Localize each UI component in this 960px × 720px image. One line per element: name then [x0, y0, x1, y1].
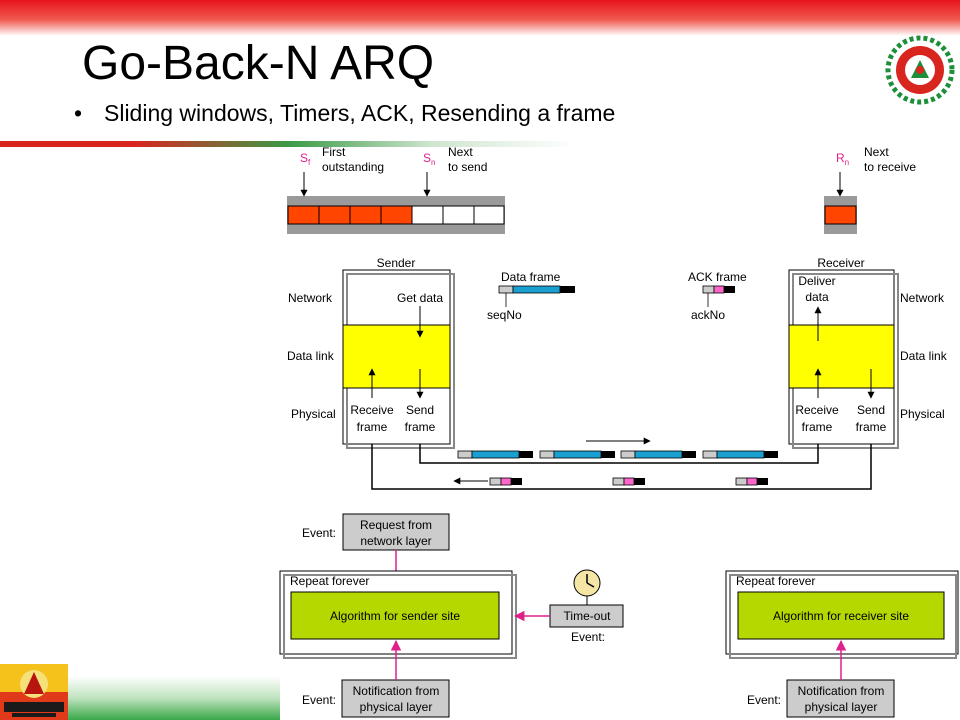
title-divider: [0, 141, 960, 147]
receiver-repeat-label: Repeat forever: [736, 574, 815, 588]
request-event-box: [342, 513, 450, 551]
sender-datalink-layer: [342, 324, 451, 389]
timeout-event-label: Event:: [571, 630, 605, 644]
to-receive-label: to receive: [864, 160, 916, 174]
data-frame-legend-icon: [498, 285, 575, 294]
outstanding-label: outstanding: [322, 160, 384, 174]
receiver-algorithm-box: [737, 591, 945, 640]
outstanding-slot: [287, 205, 320, 225]
sender-algorithm-label: Algorithm for sender site: [330, 609, 460, 623]
receiver-notify-box: [786, 679, 895, 718]
receiver-physical-layer-label: physical layer: [805, 700, 878, 714]
receiver-receive-label: Receive: [795, 403, 839, 417]
sender-receive-label: Receive: [350, 403, 394, 417]
deliver-label: Deliver: [798, 274, 835, 288]
sender-send-label: Send: [406, 403, 434, 417]
timeout-label: Time-out: [564, 609, 612, 623]
receiver-send-label: Send: [857, 403, 885, 417]
sender-receive-frame-label: frame: [357, 420, 388, 434]
empty-slot: [411, 205, 444, 225]
transit-ack-frame: [612, 477, 645, 486]
transit-data-frame: [539, 450, 615, 459]
receiver-network-label: Network: [900, 291, 945, 305]
sender-window-slots: [287, 205, 505, 225]
next-receive-label: Next: [864, 145, 889, 159]
go-back-n-diagram: Sf First outstanding Sn Next to send Rn …: [279, 145, 959, 718]
transit-data-frame: [702, 450, 778, 459]
rn-label: Rn: [836, 151, 849, 167]
sender-notify-box: [341, 679, 450, 718]
request-event-label: Event:: [302, 526, 336, 540]
transit-data-frame: [620, 450, 696, 459]
transit-ack-frame: [735, 477, 768, 486]
receiver-label: Receiver: [817, 256, 864, 270]
transit-data-frame: [457, 450, 533, 459]
top-color-bar: [0, 0, 960, 36]
sender-algorithm-box: [290, 591, 500, 640]
empty-slot: [442, 205, 475, 225]
first-label: First: [322, 145, 346, 159]
receiver-datalink-layer: [788, 324, 895, 389]
data-channel-line: [419, 444, 819, 464]
clock-icon: [573, 569, 601, 597]
ack-channel-line: [371, 444, 872, 490]
receiver-physical-label: Physical: [900, 407, 945, 421]
sf-label: Sf: [300, 151, 311, 167]
receiver-receive-frame-label: frame: [802, 420, 833, 434]
request-from-label: Request from: [360, 518, 432, 532]
receiver-notify-label: Notification from: [798, 684, 885, 698]
network-layer-label: network layer: [360, 534, 431, 548]
sn-label: Sn: [423, 151, 435, 167]
bullet-marker: •: [74, 100, 83, 126]
bullet-text: Sliding windows, Timers, ACK, Resending …: [104, 100, 616, 126]
sender-notify-label: Notification from: [353, 684, 440, 698]
transit-ack-frame: [489, 477, 522, 486]
ackno-label: ackNo: [691, 308, 725, 322]
sender-notify-event-label: Event:: [302, 693, 336, 707]
seqno-label: seqNo: [487, 308, 522, 322]
next-label: Next: [448, 145, 473, 159]
receiver-window-slot: [824, 205, 857, 225]
sender-physical-layer-label: physical layer: [360, 700, 433, 714]
outstanding-slot: [349, 205, 382, 225]
receiver-datalink-label: Data link: [900, 349, 948, 363]
sender-repeat-label: Repeat forever: [290, 574, 369, 588]
ecell-logo-icon: [0, 664, 68, 720]
sender-datalink-label: Data link: [287, 349, 335, 363]
data-frame-label: Data frame: [501, 270, 561, 284]
receiver-send-frame-label: frame: [856, 420, 887, 434]
ack-frame-label: ACK frame: [688, 270, 747, 284]
sender-physical-label: Physical: [291, 407, 336, 421]
empty-slot: [473, 205, 505, 225]
receiver-notify-event-label: Event:: [747, 693, 781, 707]
receiver-algorithm-label: Algorithm for receiver site: [773, 609, 909, 623]
receiver-repeat-box-shadow: [729, 574, 957, 659]
slide-title: Go-Back-N ARQ: [82, 37, 435, 90]
ack-frame-legend-icon: [702, 285, 735, 294]
outstanding-slot: [318, 205, 351, 225]
bullet-item: • Sliding windows, Timers, ACK, Resending…: [74, 100, 615, 127]
to-send-label: to send: [448, 160, 487, 174]
sender-network-label: Network: [288, 291, 333, 305]
sender-label: Sender: [377, 256, 416, 270]
outstanding-slot: [380, 205, 413, 225]
deliver-data-label: data: [805, 290, 829, 304]
college-emblem-icon: [885, 35, 955, 105]
get-data-label: Get data: [397, 291, 443, 305]
sender-send-frame-label: frame: [405, 420, 436, 434]
